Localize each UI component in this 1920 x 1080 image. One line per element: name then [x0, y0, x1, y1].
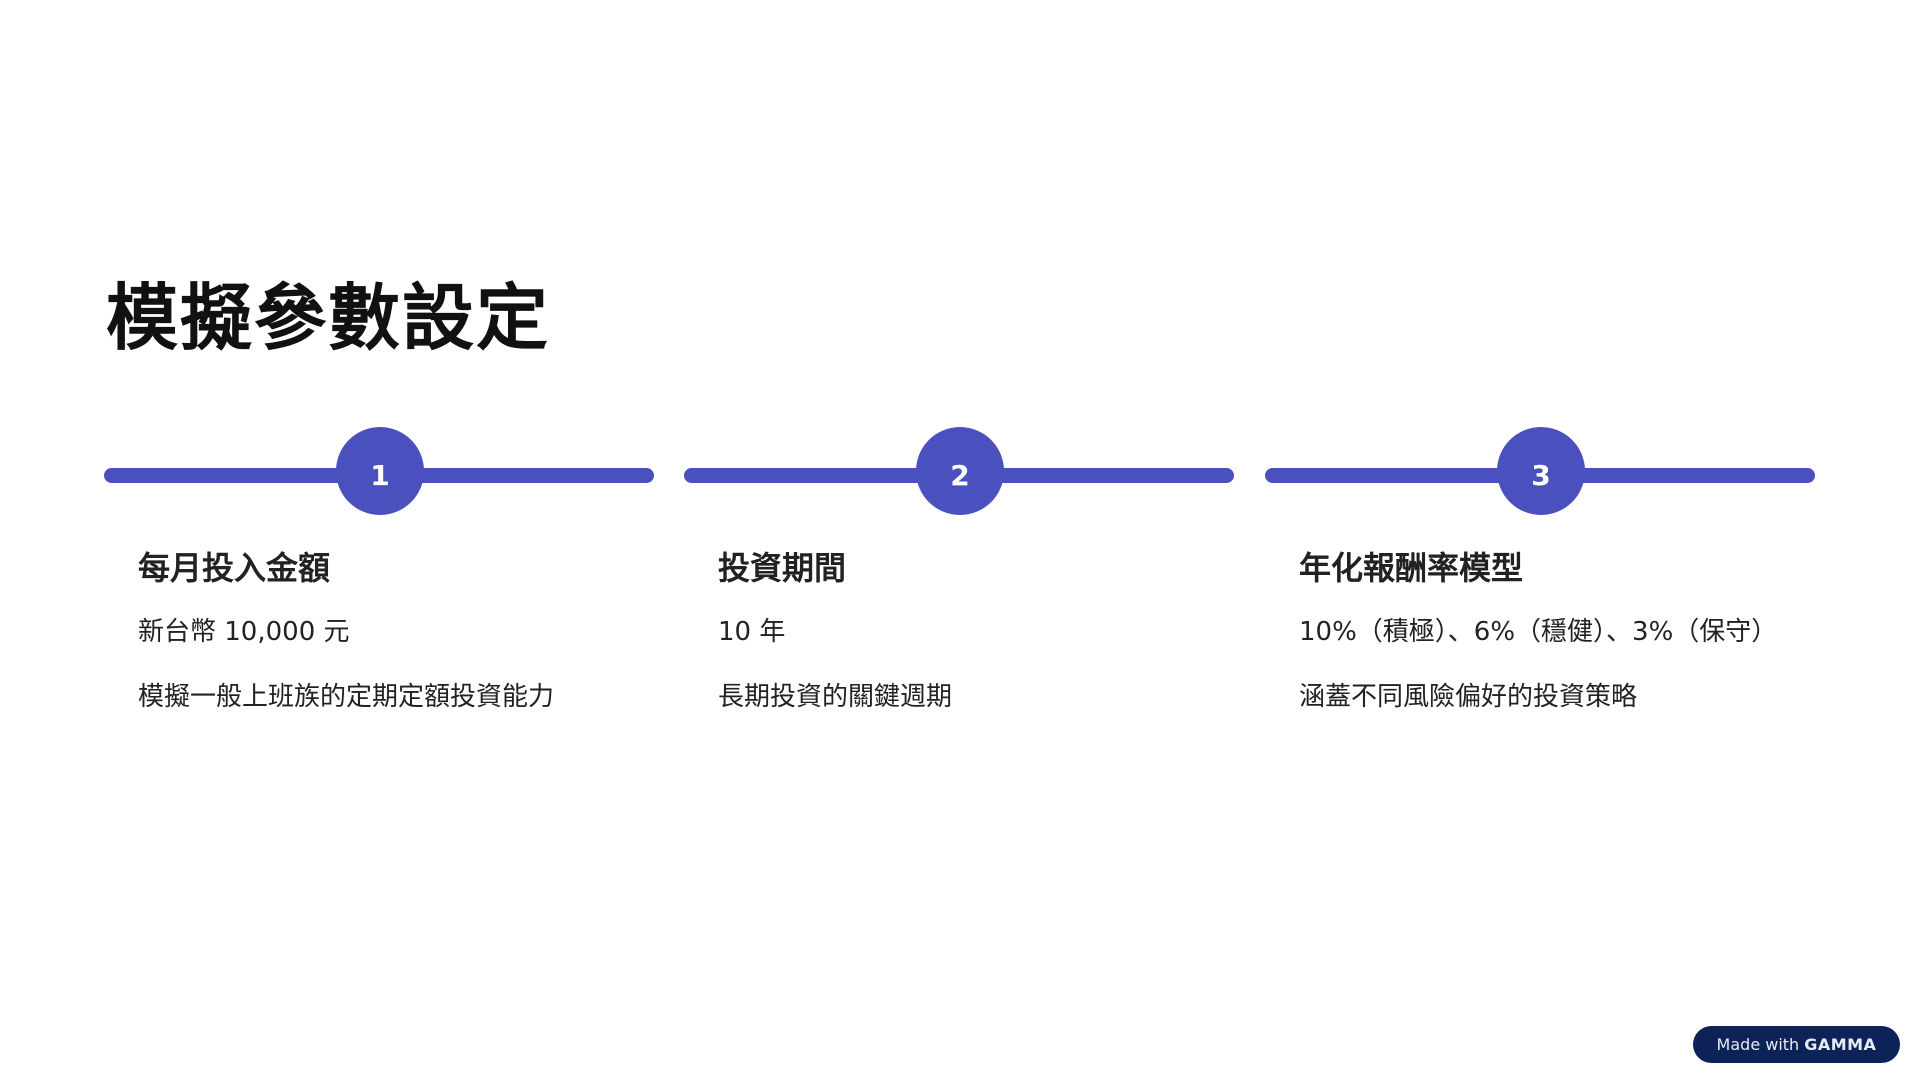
step-number-badge: 1: [336, 427, 424, 515]
step-2: 2 投資期間 10 年 長期投資的關鍵週期: [684, 420, 1234, 780]
made-with-gamma-badge[interactable]: Made with GAMMA: [1693, 1026, 1900, 1063]
step-value: 10%（積極）、6%（穩健）、3%（保守）: [1299, 617, 1778, 647]
step-value: 新台幣 10,000 元: [138, 617, 350, 647]
step-3: 3 年化報酬率模型 10%（積極）、6%（穩健）、3%（保守） 涵蓋不同風險偏好…: [1265, 420, 1815, 780]
gamma-logo: GAMMA: [1804, 1035, 1877, 1054]
step-description: 模擬一般上班族的定期定額投資能力: [138, 682, 555, 712]
step-heading: 投資期間: [718, 549, 847, 587]
step-value: 10 年: [718, 617, 786, 647]
badge-prefix: Made with: [1716, 1035, 1800, 1054]
step-description: 長期投資的關鍵週期: [718, 682, 953, 712]
step-1: 1 每月投入金額 新台幣 10,000 元 模擬一般上班族的定期定額投資能力: [104, 420, 654, 780]
step-number-badge: 3: [1497, 427, 1585, 515]
step-heading: 年化報酬率模型: [1299, 549, 1524, 587]
page-title: 模擬參數設定: [106, 276, 551, 360]
step-heading: 每月投入金額: [138, 549, 331, 587]
step-number-badge: 2: [916, 427, 1004, 515]
step-description: 涵蓋不同風險偏好的投資策略: [1299, 682, 1638, 712]
